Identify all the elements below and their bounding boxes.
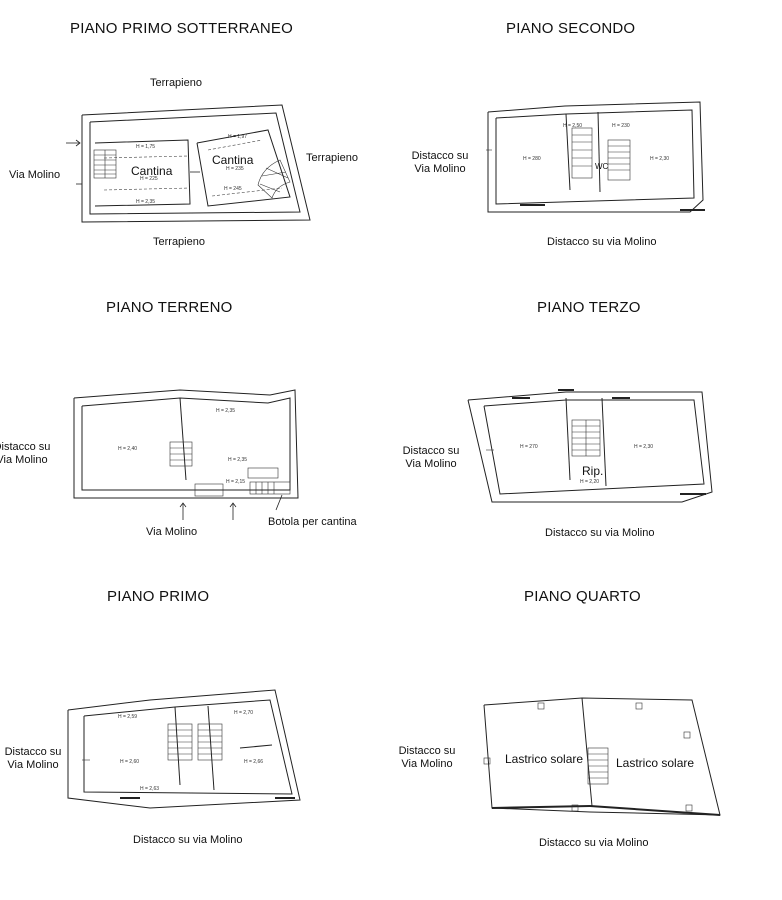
room-cantina-2: Cantina — [212, 153, 254, 167]
plan-quarto — [483, 697, 721, 816]
height-label: H = 270 — [520, 444, 538, 450]
height-label: H = 2,35 — [228, 457, 248, 463]
height-label: H = 230 — [612, 123, 630, 129]
title-terreno: PIANO TERRENO — [106, 299, 233, 316]
height-label: H = 2,40 — [118, 446, 138, 452]
title-interrato: PIANO PRIMO SOTTERRANEO — [70, 20, 293, 37]
height-label: H = 2,60 — [120, 759, 140, 765]
height-label: H = 1,97 — [228, 134, 248, 140]
plan-terzo — [467, 389, 713, 503]
height-label: H = 2,70 — [234, 710, 254, 716]
height-label: H = 280 — [523, 156, 541, 162]
label-quarto-left: Distacco su Via Molino — [398, 745, 456, 770]
label-quarto-bottom: Distacco su via Molino — [539, 837, 649, 849]
height-label: H = 225 — [140, 176, 158, 182]
height-label: H = 2,50 — [563, 123, 583, 129]
height-label: H = 2,63 — [140, 786, 160, 792]
height-label: H = 245 — [224, 186, 242, 192]
plan-interrato — [66, 104, 311, 223]
label-interrato-left: Via Molino — [9, 169, 61, 181]
label-secondo-left: Distacco su Via Molino — [411, 150, 469, 175]
height-label: H = 235 — [226, 166, 244, 172]
label-interrato-bottom: Terrapieno — [153, 236, 205, 248]
label-interrato-right: Terrapieno — [306, 152, 358, 164]
title-secondo: PIANO SECONDO — [506, 20, 636, 37]
label-terzo-left: Distacco su Via Molino — [402, 445, 460, 470]
label-terreno-bottom: Via Molino — [146, 526, 198, 538]
plan-primo — [67, 689, 301, 809]
room-lastrico-solare-2: Lastrico solare — [616, 756, 695, 770]
label-terreno-left: Distacco su Via Molino — [0, 441, 51, 466]
height-label: H = 2,35 — [136, 199, 156, 205]
room-cantina-1: Cantina — [131, 164, 173, 178]
label-secondo-bottom: Distacco su via Molino — [547, 236, 657, 248]
title-terzo: PIANO TERZO — [537, 299, 641, 316]
label-terzo-bottom: Distacco su via Molino — [545, 527, 655, 539]
height-label: H = 2,30 — [634, 444, 654, 450]
label-terreno-botola: Botola per cantina — [268, 516, 357, 528]
room-lastrico-solare-1: Lastrico solare — [505, 752, 584, 766]
height-label: H = 2,66 — [244, 759, 264, 765]
height-label: H = 2,15 — [226, 479, 246, 485]
room-ripostiglio: Rip. — [582, 464, 604, 478]
height-label: H = 2,59 — [118, 714, 138, 720]
height-label: H = 2,30 — [650, 156, 670, 162]
label-primo-bottom: Distacco su via Molino — [133, 834, 243, 846]
height-label: H = 2,35 — [216, 408, 236, 414]
room-wc: WC — [595, 162, 609, 171]
title-primo: PIANO PRIMO — [107, 588, 210, 605]
height-label: H = 1,75 — [136, 144, 156, 150]
plan-secondo — [486, 101, 705, 213]
height-label: H = 2,20 — [580, 479, 600, 485]
title-quarto: PIANO QUARTO — [524, 588, 641, 605]
label-interrato-top: Terrapieno — [150, 77, 202, 89]
label-primo-left: Distacco su Via Molino — [4, 746, 62, 771]
plan-terreno — [73, 389, 299, 520]
